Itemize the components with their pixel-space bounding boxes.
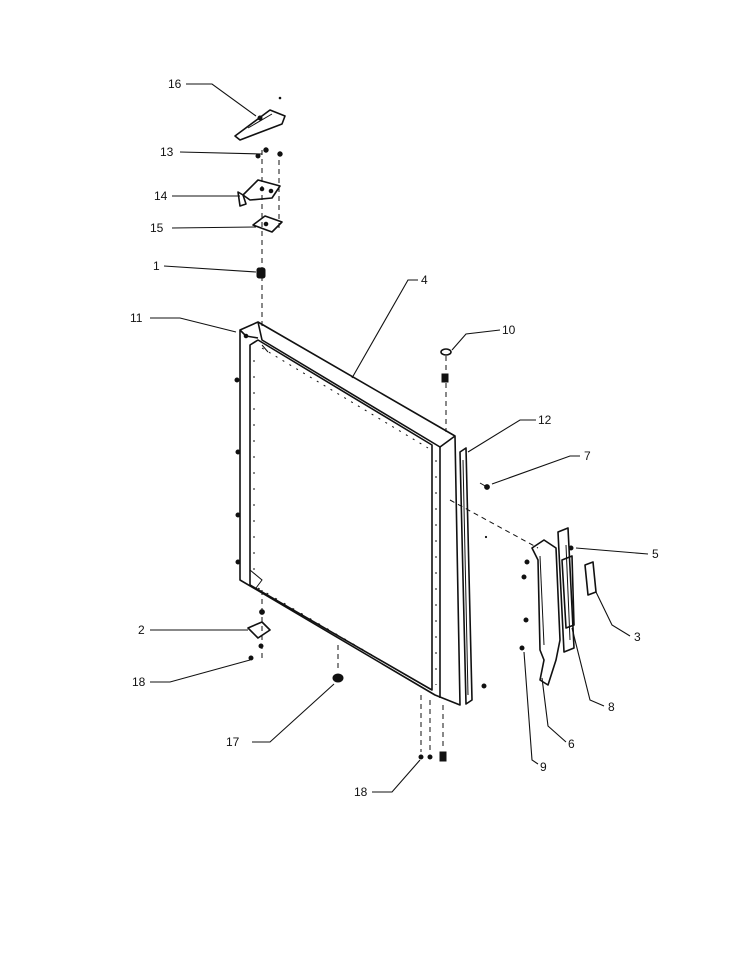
- callout-15: 15: [150, 221, 164, 235]
- callout-16: 16: [168, 77, 182, 91]
- part-3-trim-insert: [584, 561, 597, 596]
- callout-3: 3: [634, 630, 641, 644]
- callout-5: 5: [652, 547, 659, 561]
- part-18-screws-bottom: [418, 751, 447, 762]
- stray-dot-2: [484, 535, 488, 539]
- part-15-hinge-shim: [252, 215, 283, 233]
- callout-10: 10: [502, 323, 516, 337]
- callout-labels: 16 13 14 15 1 11 4 10 12 7 5 3 8 6 9 2 1…: [130, 77, 659, 799]
- part-8-handle: [557, 527, 575, 653]
- part-18-screw-left: [248, 655, 254, 661]
- part-13-screws: [255, 147, 283, 159]
- callout-8: 8: [608, 700, 615, 714]
- part-14-top-hinge: [237, 179, 281, 207]
- callout-6: 6: [568, 737, 575, 751]
- stray-dot: [278, 96, 282, 100]
- part-7-screw: [479, 482, 490, 490]
- callout-9: 9: [540, 760, 547, 774]
- part-16-hinge-cover: [234, 109, 286, 141]
- part-4-door-panel: [239, 321, 461, 706]
- strip-screw-bottom: [481, 683, 487, 689]
- part-6-handle-bracket: [531, 539, 561, 686]
- callout-2: 2: [138, 623, 145, 637]
- callout-4: 4: [421, 273, 428, 287]
- part-12-seal-strip: [459, 447, 473, 705]
- callout-7: 7: [584, 449, 591, 463]
- part-17-bushing: [332, 673, 344, 683]
- part-10-screw: [440, 348, 452, 383]
- door-left-screws: [234, 333, 249, 565]
- part-2-bottom-hinge: [247, 609, 271, 649]
- callout-13: 13: [160, 145, 174, 159]
- callout-11: 11: [130, 311, 143, 325]
- callout-18-bottom: 18: [354, 785, 368, 799]
- callout-1: 1: [153, 259, 160, 273]
- callout-14: 14: [154, 189, 168, 203]
- callout-12: 12: [538, 413, 552, 427]
- part-9-screws: [519, 559, 530, 651]
- leader-lines: [150, 83, 649, 793]
- part-1-hinge-bushing: [256, 267, 266, 279]
- callout-18-left: 18: [132, 675, 146, 689]
- handle-mount-axis: [449, 499, 539, 549]
- part-5-screw: [568, 545, 574, 551]
- callout-17: 17: [226, 735, 240, 749]
